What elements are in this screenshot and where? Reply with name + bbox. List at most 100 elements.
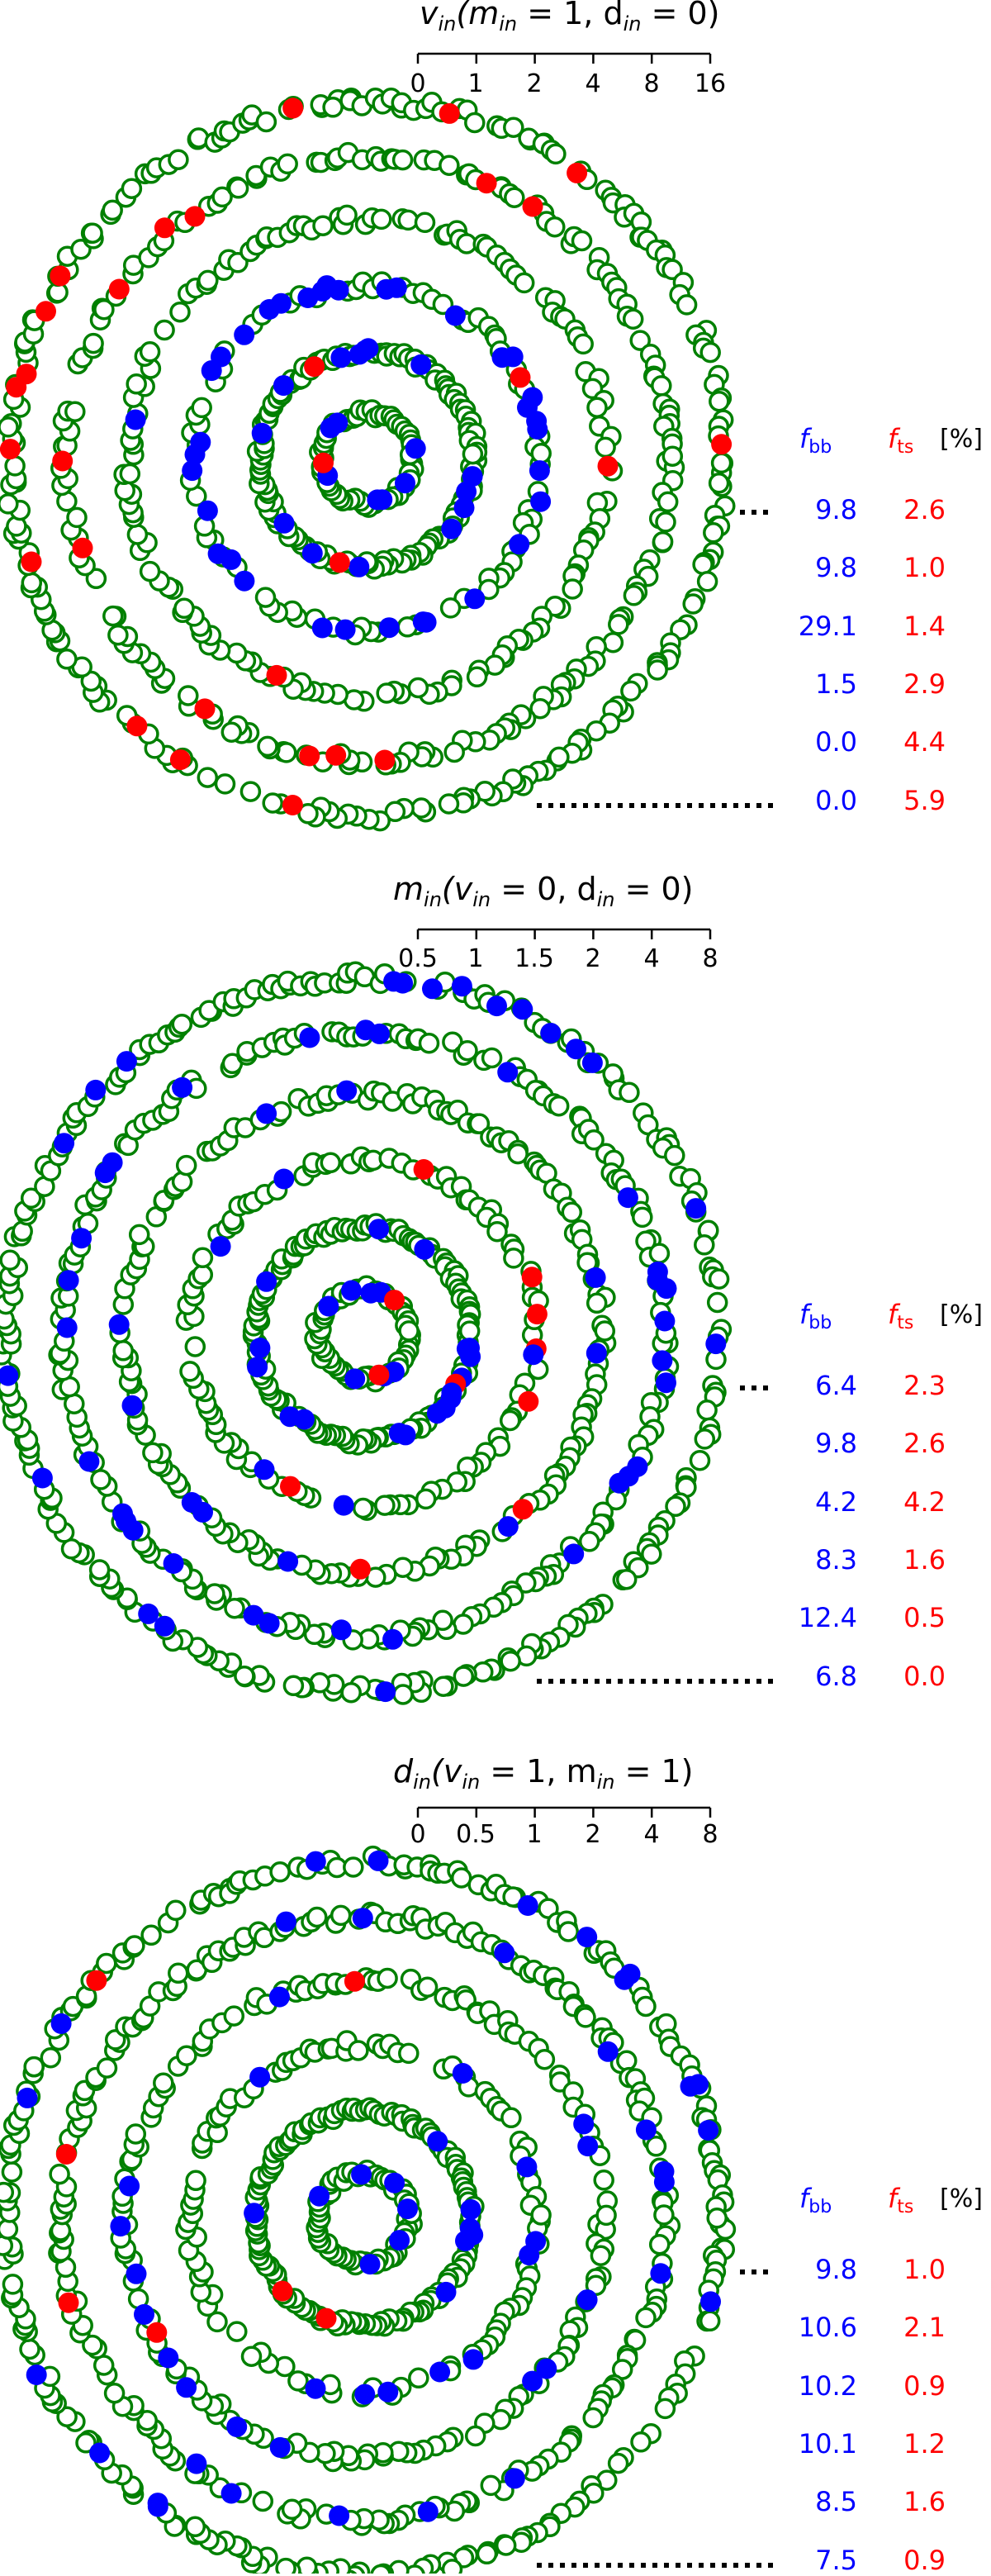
data-point [171, 1013, 193, 1035]
data-point [657, 491, 679, 513]
data-point-highlighted [510, 367, 531, 388]
data-point [211, 186, 233, 208]
data-point-highlighted [58, 1270, 79, 1291]
data-point-highlighted [273, 512, 295, 534]
f-ts-value: 1.2 [903, 2428, 946, 2460]
data-point-highlighted [384, 2172, 405, 2193]
data-point [582, 2407, 604, 2429]
data-point-highlighted [566, 1038, 586, 1060]
data-point-highlighted [50, 265, 71, 287]
data-point-highlighted [116, 1051, 137, 1072]
f-bb-value: 6.8 [815, 1661, 857, 1692]
leader-dot [560, 1679, 565, 1684]
f-ts-value: 2.6 [903, 1428, 946, 1459]
data-point-highlighted [502, 346, 524, 368]
data-point [450, 1867, 472, 1889]
header-unit: [%] [940, 2184, 983, 2213]
data-point-highlighted [617, 1187, 638, 1209]
data-point [635, 1995, 657, 2018]
data-point-highlighted [210, 1236, 231, 1257]
f-bb-value: 8.3 [815, 1544, 857, 1576]
header-f-ts: fts [888, 1299, 914, 1333]
data-point [648, 2233, 671, 2255]
data-point [128, 1224, 150, 1246]
data-point [468, 1113, 491, 1134]
data-point [616, 2050, 638, 2072]
data-point [453, 1666, 475, 1687]
data-point [439, 154, 460, 176]
data-point [595, 436, 616, 459]
data-point [66, 506, 88, 529]
data-point-highlighted [234, 324, 255, 345]
data-point [620, 680, 642, 702]
data-point [214, 773, 236, 795]
data-point [90, 1469, 111, 1490]
leader-dot [756, 2563, 761, 2568]
data-point-highlighted [378, 617, 400, 639]
data-point-highlighted [186, 2453, 207, 2474]
data-point [239, 781, 262, 802]
data-point-highlighted [529, 460, 550, 482]
data-point [464, 2425, 486, 2447]
f-ts-value: 0.9 [903, 2370, 946, 2402]
data-point-highlighted [110, 2216, 131, 2237]
data-point-highlighted [36, 301, 56, 322]
f-ts-value: 0.9 [903, 2545, 946, 2576]
data-point [88, 1559, 111, 1580]
data-point-highlighted [327, 412, 349, 434]
ring-4 [48, 1019, 680, 1651]
data-point-highlighted [258, 1613, 280, 1634]
leader-dot [548, 1679, 553, 1684]
scale-tick-label: 16 [694, 69, 727, 98]
data-point [438, 793, 460, 815]
data-point-highlighted [577, 2136, 599, 2157]
data-point-highlighted [344, 1368, 366, 1390]
ring-scatter-plot [0, 928, 773, 1705]
data-point-highlighted [519, 2245, 540, 2266]
data-point-highlighted [0, 439, 21, 460]
leader-dot [768, 2563, 773, 2568]
data-point [433, 1675, 454, 1697]
f-ts-value: 1.0 [903, 2254, 946, 2285]
data-point [21, 572, 43, 594]
data-point [153, 2072, 174, 2094]
data-point [49, 2163, 70, 2185]
data-point [19, 2338, 40, 2360]
data-point [330, 1904, 352, 1927]
scale-tick-label: 1.5 [514, 944, 554, 973]
f-ts-value: 2.1 [903, 2312, 946, 2343]
leader-dot [595, 803, 600, 808]
data-point-highlighted [453, 497, 475, 519]
leader-dot [629, 2563, 634, 2568]
data-point [23, 2056, 45, 2078]
data-point-highlighted [134, 2303, 154, 2325]
data-point [544, 216, 566, 238]
data-point-highlighted [705, 1333, 727, 1355]
scale-tick-label: 8 [702, 944, 718, 973]
data-point [165, 1899, 187, 1922]
f-bb-value: 0.0 [815, 785, 857, 816]
data-point [571, 230, 593, 252]
data-point [178, 685, 199, 706]
data-point [415, 1488, 437, 1510]
leader-dot [687, 1679, 692, 1684]
data-point [533, 2048, 556, 2070]
data-point-highlighted [256, 1103, 277, 1124]
data-point [407, 677, 429, 699]
data-point [530, 2204, 552, 2226]
data-point-highlighted [581, 1052, 603, 1073]
data-point [416, 1976, 439, 1998]
data-point [348, 2040, 369, 2061]
data-point-highlighted [172, 1077, 193, 1098]
data-point-highlighted [158, 2347, 179, 2369]
data-point-highlighted [301, 543, 323, 564]
data-point-highlighted [653, 2171, 675, 2193]
data-point [572, 333, 594, 355]
data-point-highlighted [384, 1290, 405, 1311]
data-point [699, 2310, 721, 2332]
data-point [513, 272, 535, 294]
data-point [125, 2123, 147, 2145]
leader-dot [710, 803, 715, 808]
data-point [140, 1924, 162, 1946]
data-point-highlighted [329, 2505, 350, 2526]
